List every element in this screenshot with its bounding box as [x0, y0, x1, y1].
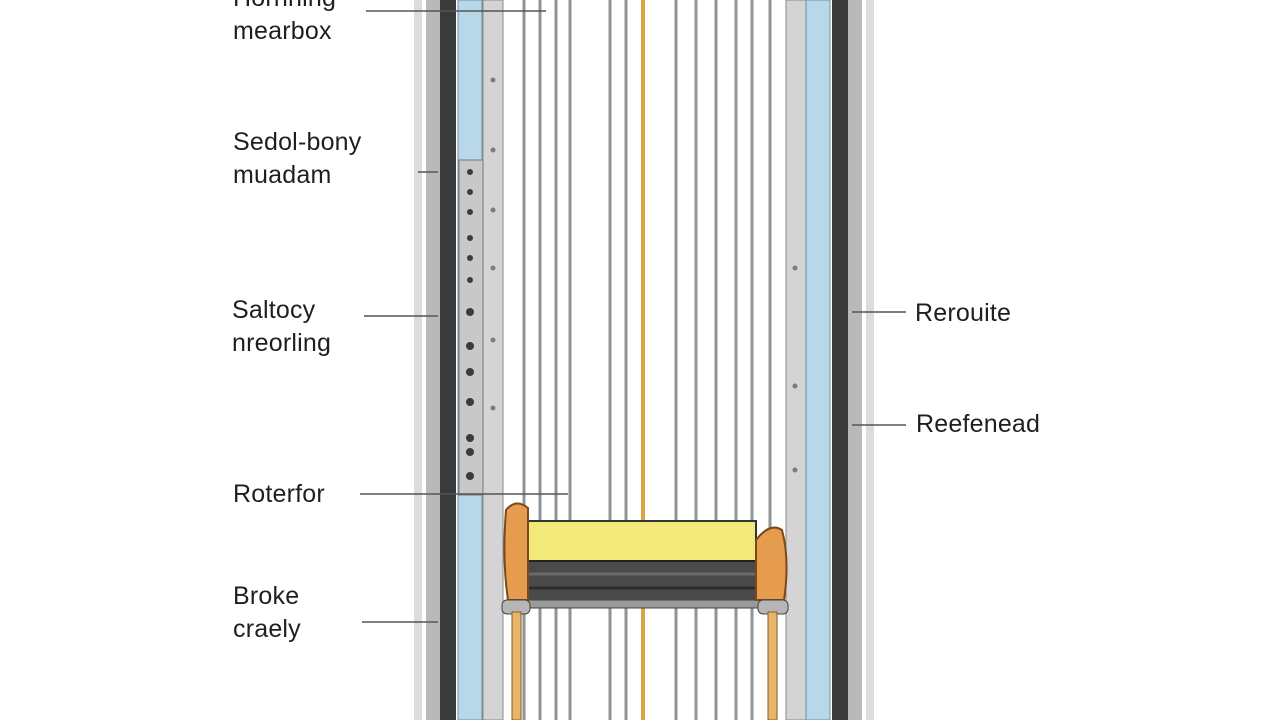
car-base-plate [505, 599, 785, 609]
right-outer-rail [866, 0, 874, 720]
car-top-yellow [527, 520, 757, 562]
label-line: Sedol-bony [233, 128, 362, 156]
label-line: Hornhing [233, 0, 336, 15]
label-broke-craely: Broke craely [233, 580, 301, 646]
control-panel-buttons [466, 169, 474, 480]
left-inner-panel [482, 0, 504, 720]
label-line: Saltocy [232, 296, 316, 324]
label-line: craely [233, 615, 301, 643]
right-inner-panel [785, 0, 807, 720]
right-frame-gray [848, 0, 862, 720]
right-frame-dark [832, 0, 848, 720]
left-frame-dark [440, 0, 456, 720]
label-line: Broke [233, 582, 300, 610]
panel-rivets [490, 77, 798, 473]
left-guide-rod [511, 611, 522, 720]
label-roterfor: Roterfor [233, 478, 325, 511]
right-guide-rod [767, 611, 778, 720]
brake-assembly [501, 502, 789, 720]
label-hornhing-mearbox: Hornhing mearbox [233, 0, 336, 48]
hoist-cables [522, 0, 772, 720]
car-band-dark [527, 560, 757, 602]
label-line: muadam [233, 161, 332, 189]
leader-lines [360, 10, 906, 623]
label-sedol-bony-muadam: Sedol-bony muadam [233, 126, 361, 192]
right-blue-channel [805, 0, 831, 720]
label-saltocy-nreorling: Saltocy nreorling [232, 294, 331, 360]
label-line: Rerouite [915, 299, 1012, 327]
left-frame-gray [426, 0, 440, 720]
label-reefenead: Reefenead [916, 408, 1040, 441]
label-rerouite: Rerouite [915, 297, 1011, 330]
label-line: Roterfor [233, 480, 325, 508]
label-line: nreorling [232, 329, 332, 357]
right-brake-clamp [755, 526, 788, 601]
left-outer-rail [414, 0, 422, 720]
label-line: mearbox [233, 17, 332, 45]
left-brake-clamp [503, 502, 529, 601]
label-line: Reefenead [916, 410, 1041, 438]
